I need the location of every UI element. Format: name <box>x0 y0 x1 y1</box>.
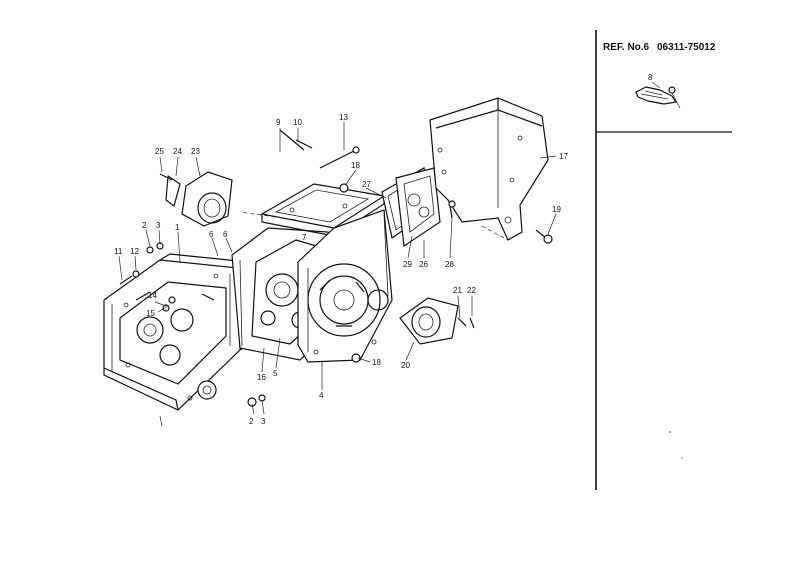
callout-19: 19 <box>552 205 561 214</box>
callout-24: 24 <box>173 147 182 156</box>
callout-23: 23 <box>191 147 200 156</box>
callout-18-top: 18 <box>351 161 360 170</box>
callout-29: 29 <box>403 260 412 269</box>
callout-9: 9 <box>276 118 281 127</box>
callout-17: 17 <box>559 152 568 161</box>
bearing-housing-part-23 <box>181 171 233 227</box>
seal-housing-part-20 <box>399 297 459 345</box>
bolts-2-3-left <box>146 242 164 254</box>
bolt-28 <box>448 200 456 219</box>
callout-21: 21 <box>453 286 462 295</box>
bolts-21-22 <box>457 317 475 329</box>
callout-28: 28 <box>445 260 454 269</box>
callout-5: 5 <box>273 369 278 378</box>
cover-plate-part-26 <box>395 167 441 248</box>
ref-number-label: REF. No.6 <box>603 42 650 53</box>
callout-12: 12 <box>130 247 139 256</box>
callout-3-bottom: 3 <box>261 417 266 426</box>
ref-part-code: 06311-75012 <box>657 42 716 53</box>
callout-14: 14 <box>148 291 157 300</box>
callout-labels: 9 10 13 17 25 24 23 18 27 2 3 1 6 6 7 11… <box>114 113 568 426</box>
speck-dot <box>681 457 683 459</box>
bolt-25-24 <box>159 173 181 207</box>
nut-18-top <box>339 183 349 193</box>
inset-detail-part-8 <box>635 81 681 109</box>
callout-4: 4 <box>319 391 324 400</box>
callout-16: 16 <box>257 373 266 382</box>
pto-cover-part-17 <box>429 97 549 241</box>
bolts-11-12 <box>119 270 140 285</box>
callout-6-a: 6 <box>209 230 214 239</box>
callout-13: 13 <box>339 113 348 122</box>
bolts-2-3-bottom <box>247 394 266 407</box>
callout-2-left: 2 <box>142 221 147 230</box>
callout-20: 20 <box>401 361 410 370</box>
nut-18-bottom <box>351 353 361 363</box>
callout-22: 22 <box>467 286 476 295</box>
leader-lines <box>118 122 557 427</box>
callout-1: 1 <box>175 223 180 232</box>
callout-25: 25 <box>155 147 164 156</box>
bolt-9-10 <box>279 129 313 151</box>
reference-panel-frame <box>595 30 732 490</box>
callout-26: 26 <box>419 260 428 269</box>
callout-11: 11 <box>114 247 123 256</box>
callout-15: 15 <box>146 309 155 318</box>
speck-dot <box>669 431 671 433</box>
callout-2-bottom: 2 <box>249 417 254 426</box>
callout-3-left: 3 <box>156 221 161 230</box>
callout-27: 27 <box>362 180 371 189</box>
bolt-19 <box>535 229 553 244</box>
callout-7: 7 <box>302 233 307 242</box>
callout-10: 10 <box>293 118 302 127</box>
front-housing-part-1 <box>103 253 251 411</box>
callout-6-b: 6 <box>223 230 228 239</box>
callout-18-bottom: 18 <box>372 358 381 367</box>
long-bolt-13 <box>319 146 360 169</box>
inset-callout: 8 <box>648 73 653 82</box>
rear-housing-part-4 <box>297 209 393 363</box>
